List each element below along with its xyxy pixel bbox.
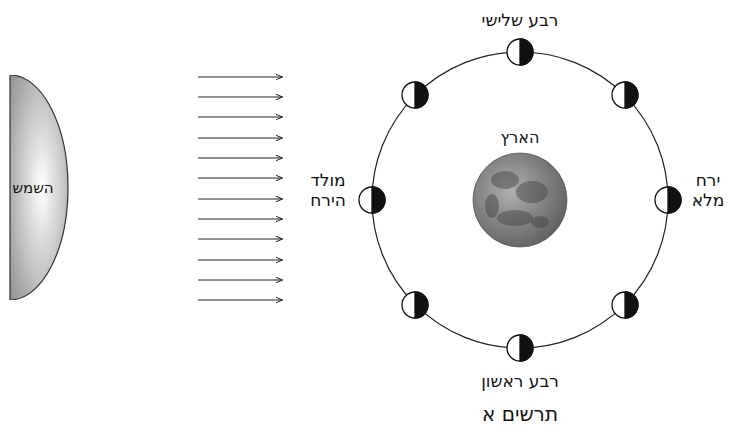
sunlight-arrows xyxy=(198,77,282,300)
moon-symbols xyxy=(359,39,681,361)
phase-label: ירח מלא xyxy=(688,170,728,211)
earth-body xyxy=(473,153,567,247)
moon-orbit xyxy=(372,52,668,348)
sun-body xyxy=(10,75,68,300)
earth-globe: הארץ xyxy=(470,128,570,250)
earth-label: הארץ xyxy=(501,128,540,147)
phase-label: רבע ראשון xyxy=(481,371,559,391)
phase-label: מולד הירח xyxy=(304,170,352,211)
figure-caption: תרשים א xyxy=(482,402,558,426)
phase-label: רבע שלישי xyxy=(482,10,559,30)
sun-shape: השמש xyxy=(8,75,70,300)
sun-label: השמש xyxy=(12,179,53,197)
